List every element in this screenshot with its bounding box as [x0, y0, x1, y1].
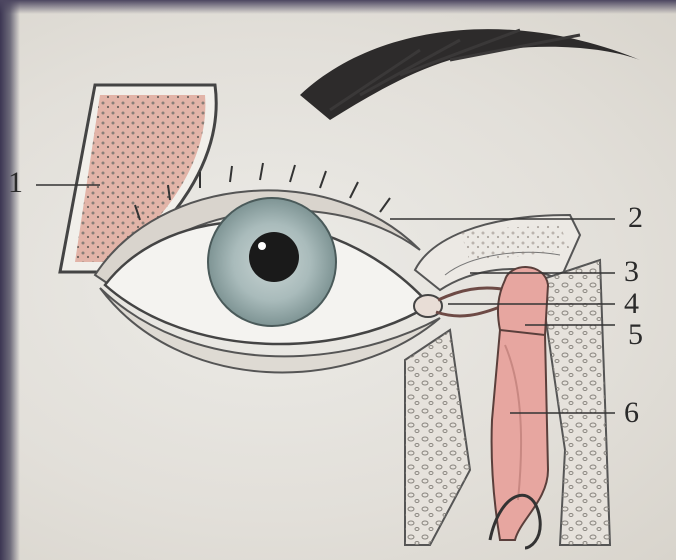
label-4: 4: [624, 289, 639, 319]
label-6: 6: [624, 398, 639, 428]
eyebrow: [300, 29, 640, 120]
label-3: 3: [624, 257, 639, 287]
nasolacrimal-duct: [492, 330, 548, 540]
pupil: [249, 232, 299, 282]
lacrimal-sac: [498, 267, 548, 338]
label-5: 5: [628, 320, 643, 350]
label-1: 1: [8, 168, 23, 198]
label-2: 2: [628, 203, 643, 233]
